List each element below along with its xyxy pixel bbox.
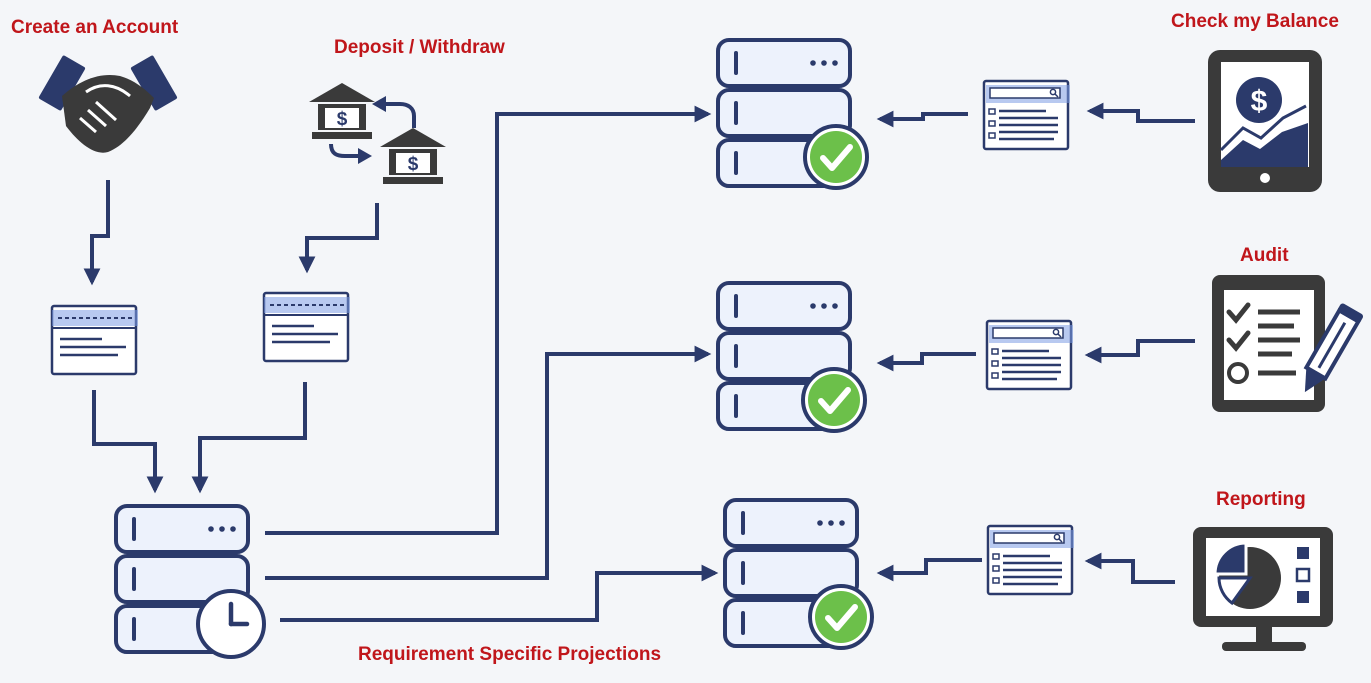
connector-store-to-server3 (280, 564, 719, 622)
check-balance-label: Check my Balance (1171, 11, 1339, 32)
audit-label: Audit (1240, 245, 1289, 266)
server-check-icon (723, 498, 872, 648)
server-check-icon (716, 281, 865, 431)
projections-label: Requirement Specific Projections (358, 644, 662, 665)
connector-audit-to-form (1084, 339, 1195, 364)
bank-transfer-icon (309, 83, 446, 184)
connector-create-to-form (83, 180, 110, 286)
create-account-label: Create an Account (11, 17, 179, 38)
deposit-withdraw-label: Deposit / Withdraw (334, 37, 505, 58)
form-window-icon (262, 291, 352, 363)
form-window-icon (982, 79, 1072, 151)
form-window-icon (50, 304, 140, 376)
connector-form-to-server1 (876, 110, 968, 128)
connector-deposit-to-form (298, 203, 379, 274)
form-window-icon (986, 524, 1076, 596)
connector-form1-to-store (92, 390, 164, 494)
connector-reporting-to-form (1084, 552, 1175, 584)
connector-store-to-server2 (265, 345, 712, 580)
connector-balance-to-form (1086, 102, 1195, 123)
monitor-pie-chart-icon (1193, 527, 1333, 651)
svg-text:$: $ (1251, 85, 1268, 118)
clipboard-checklist-pencil-icon (1212, 275, 1364, 412)
server-clock-icon (114, 504, 266, 659)
connector-form-to-server2 (876, 352, 976, 372)
handshake-icon (38, 55, 178, 153)
connector-form2-to-store (191, 382, 307, 494)
form-window-icon (985, 319, 1075, 391)
server-check-icon (716, 38, 867, 188)
connector-store-to-server1 (265, 105, 712, 535)
reporting-label: Reporting (1216, 489, 1306, 510)
connector-form-to-server3 (876, 558, 982, 582)
tablet-dollar-chart-icon: $ (1208, 50, 1322, 192)
